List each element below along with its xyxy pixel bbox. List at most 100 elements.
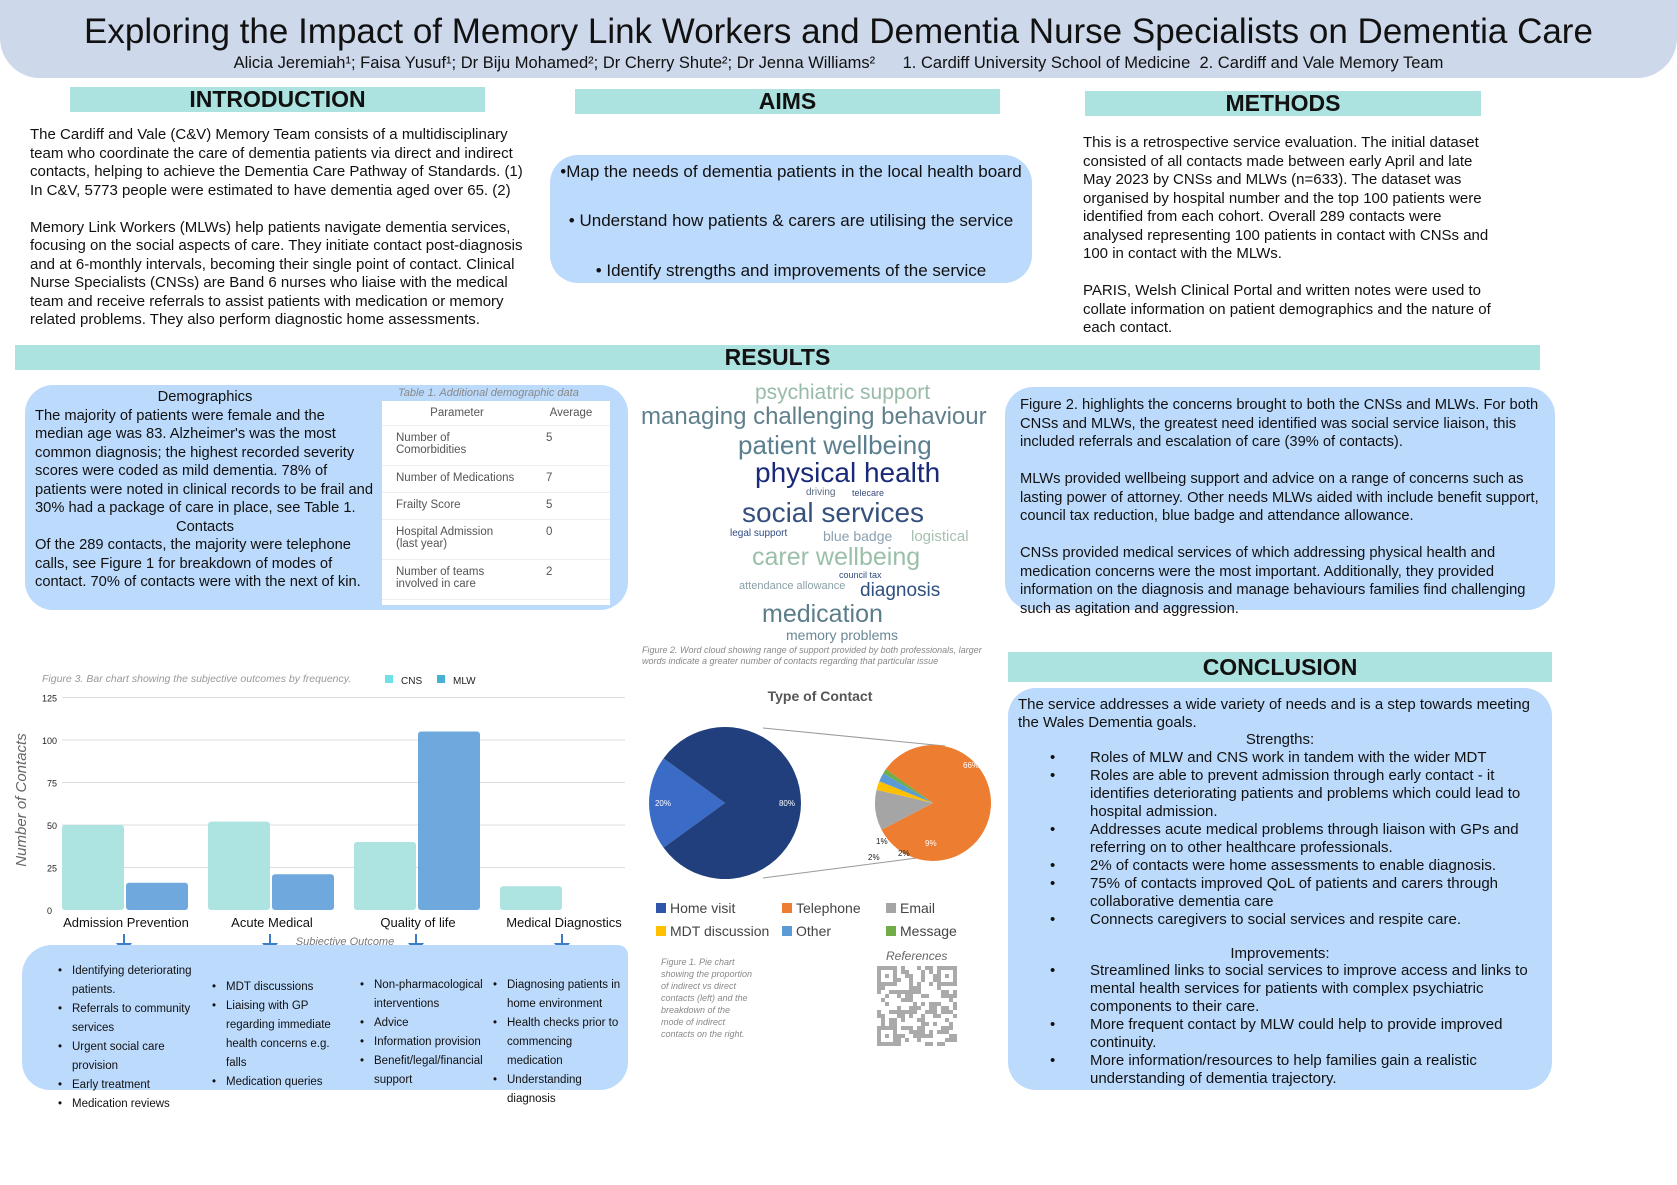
legend-label: MLW [453, 676, 476, 687]
pie-label: 2% [868, 853, 880, 862]
strengths-title: Strengths: [1245, 731, 1315, 748]
outcome-list: MDT discussionsLiaising with GP regardin… [212, 978, 352, 1092]
table-cell-average: 5 [532, 492, 610, 520]
legend-swatch [886, 903, 896, 913]
y-tick-label: 100 [42, 736, 57, 746]
pie-legend-item: Telephone [782, 900, 861, 916]
demographics-text: Demographics The majority of patients we… [35, 388, 375, 592]
references-qr-code[interactable] [877, 966, 959, 1046]
pie-legend-item: Message [886, 923, 957, 939]
aim-item: • Identify strengths and improvements of… [595, 261, 987, 280]
pie-slice [876, 781, 933, 803]
references-label: References [886, 949, 948, 963]
contacts-title: Contacts [176, 518, 234, 535]
introduction-text: The Cardiff and Vale (C&V) Memory Team c… [30, 126, 528, 330]
bar-mlw [272, 874, 334, 910]
findings-box: Figure 2. highlights the concerns brough… [1005, 387, 1555, 617]
table-caption: Table 1. Additional demographic data [398, 387, 579, 399]
poster-header [0, 0, 1677, 78]
outcome-list: Identifying deteriorating patients.Refer… [58, 962, 198, 1114]
pie-slice [883, 769, 933, 803]
pie-slice [879, 773, 933, 803]
strength-item: 2% of contacts were home assessments to … [1018, 857, 1542, 875]
methods-p2: PARIS, Welsh Clinical Portal and written… [1083, 282, 1491, 336]
table-cell-average: 2 [532, 559, 610, 600]
methods-text: This is a retrospective service evaluati… [1083, 134, 1503, 338]
bar-chart: Figure 3. Bar chart showing the subjecti… [13, 673, 625, 945]
legend-swatch [385, 675, 393, 683]
strength-item: 75% of contacts improved QoL of patients… [1018, 875, 1542, 911]
findings-p3: CNSs provided medical services of which … [1020, 545, 1526, 617]
table-cell-average: 0 [532, 519, 610, 560]
bar-cns [208, 821, 270, 910]
aims-heading: AIMS [575, 89, 1000, 114]
table-cell-parameter: Frailty Score [382, 492, 532, 520]
demographics-title: Demographics [157, 389, 253, 405]
authors: Alicia Jeremiah¹; Faisa Yusuf¹; Dr Biju … [233, 54, 1444, 72]
x-tick-label: Acute Medical [231, 915, 313, 930]
pie-slice [649, 758, 725, 848]
x-tick-label: Admission Prevention [63, 915, 189, 930]
methods-p1: This is a retrospective service evaluati… [1083, 134, 1489, 262]
outcome-item: Diagnosing patients in home environment [493, 976, 628, 1014]
outcome-item: Medication queries [212, 1073, 352, 1092]
y-tick-label: 0 [47, 906, 52, 916]
y-axis-label: Number of Contacts [13, 733, 30, 867]
conclusion-intro: The service addresses a wide variety of … [1018, 696, 1530, 731]
pie-legend-item: MDT discussion [656, 923, 769, 939]
strength-item: Addresses acute medical problems through… [1018, 821, 1542, 857]
fig2-caption: Figure 2. Word cloud showing range of su… [642, 645, 982, 666]
pie-label: 66% [963, 761, 979, 770]
table-cell-parameter: Number of Comorbidities [382, 425, 532, 466]
word-cloud-term: diagnosis [860, 580, 941, 601]
outcome-item: Advice [360, 1014, 495, 1033]
aim-item: •Map the needs of dementia patients in t… [560, 162, 1022, 181]
demographics-p: The majority of patients were female and… [35, 407, 373, 517]
legend-label: CNS [401, 676, 422, 687]
pie-label: 1% [876, 837, 888, 846]
word-cloud-term: memory problems [786, 627, 899, 643]
y-tick-label: 75 [47, 779, 57, 789]
y-tick-label: 50 [47, 821, 57, 831]
legend-swatch [656, 903, 666, 913]
findings-p2: MLWs provided wellbeing support and advi… [1020, 471, 1539, 524]
pie-legend-item: Other [782, 923, 831, 939]
legend-label: Other [796, 923, 832, 939]
bar-cns [62, 825, 124, 910]
outcome-list: Diagnosing patients in home environmentH… [493, 976, 628, 1109]
pie-legend-item: Home visit [656, 900, 735, 916]
outcome-item: Health checks prior to commencing medica… [493, 1014, 628, 1071]
outcome-item: Referrals to community services [58, 1000, 198, 1038]
pie-slice [663, 727, 801, 879]
x-tick-label: Medical Diagnostics [506, 915, 622, 930]
outcome-item: Liaising with GP regarding immediate hea… [212, 997, 352, 1073]
word-cloud-term: legal support [730, 528, 788, 539]
table-cell-average: 5 [532, 425, 610, 466]
aims-box: •Map the needs of dementia patients in t… [550, 155, 1032, 283]
table-cell-parameter: Hospital Admission (last year) [382, 519, 532, 560]
conclusion-box: The service addresses a wide variety of … [1008, 688, 1552, 1090]
legend-swatch [782, 903, 792, 913]
outcome-list: Non-pharmacological interventionsAdviceI… [360, 976, 495, 1090]
x-tick-label: Quality of life [380, 915, 455, 930]
word-cloud-term: telecare [852, 488, 885, 498]
pie-slice [881, 745, 991, 861]
bar-cns [500, 886, 562, 910]
table-cell-average: 7 [532, 465, 610, 493]
legend-swatch [782, 926, 792, 936]
word-cloud-term: social services [742, 497, 925, 528]
word-cloud-term: driving [806, 487, 836, 498]
outcome-item: Identifying deteriorating patients. [58, 962, 198, 1000]
conclusion-heading: CONCLUSION [1008, 652, 1552, 682]
pie-slice [875, 789, 933, 830]
strength-item: Roles of MLW and CNS work in tandem with… [1018, 749, 1542, 767]
pie-legend-item: Email [886, 900, 935, 916]
arrow-down-icon [116, 934, 132, 945]
arrow-down-icon [262, 934, 278, 945]
